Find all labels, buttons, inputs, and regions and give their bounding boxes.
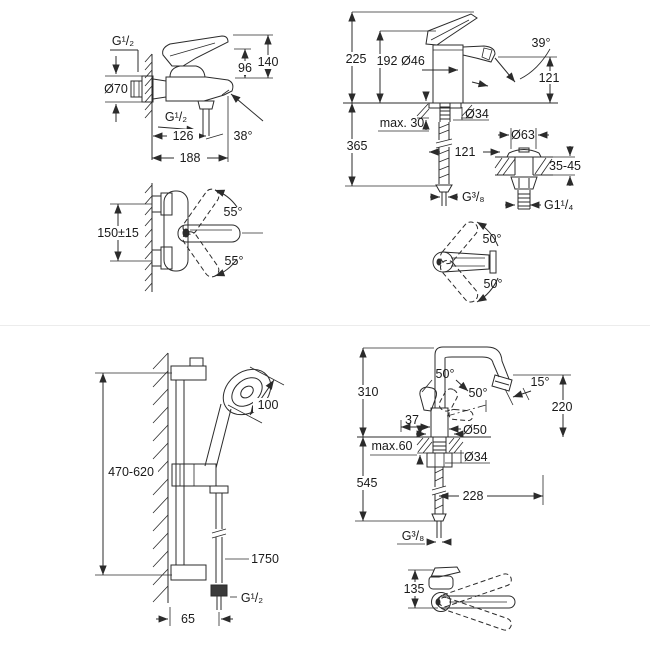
angle-label-15: 15° (531, 375, 550, 389)
dim-label-max60: max.60 (372, 439, 413, 453)
shower-rail (175, 380, 185, 565)
mixer-body (432, 44, 464, 104)
flex-hose (438, 122, 450, 184)
angle-label-50-b: 50° (469, 386, 488, 400)
dim-label-dia63: Ø63 (511, 128, 535, 142)
handle-rotated-up (439, 221, 479, 265)
dim-label-121-lower: 121 (455, 145, 476, 159)
rail-top-bracket (170, 365, 207, 381)
basin-mixer-drawing: 225 192 Ø46 39° 121 max. 30 Ø34 (341, 11, 581, 303)
angle-label-55-down: 55° (225, 254, 244, 268)
lever-handle (419, 386, 437, 412)
waste-drain-view: Ø63 35-45 G1¹/₄ (494, 128, 581, 212)
handle-swing-top-view: 50° 50° (432, 221, 503, 303)
thread-label-top: G¹/₂ (112, 34, 134, 48)
dim-label-rail-height: 470-620 (108, 465, 154, 479)
body-top-view (428, 575, 454, 590)
dim-label-96: 96 (238, 61, 252, 75)
shower-hose (215, 493, 223, 583)
thread-label-g38: G³/₈ (462, 190, 485, 204)
dim-label-150: 150±15 (97, 226, 139, 240)
shower-rail-view: 100 470-620 1750 G¹/₂ 65 (95, 352, 285, 626)
spout (462, 45, 496, 63)
dim-label-140: 140 (258, 55, 279, 69)
spout-inner (444, 356, 500, 408)
bath-mixer-drawing: 96 140 126 188 G¹/₂ Ø70 G¹/₂ 38° (91, 34, 282, 292)
thread-label-g12: G¹/₂ (241, 591, 263, 605)
drain-cap (506, 149, 542, 158)
dim-label-310: 310 (358, 385, 379, 399)
escutcheon (141, 75, 154, 103)
thread-leader (110, 49, 139, 72)
lever-rotated-2 (448, 408, 474, 422)
handshower-head (222, 368, 272, 416)
dim-label-65: 65 (181, 612, 195, 626)
locknut (510, 176, 538, 190)
dim-label-228: 228 (463, 489, 484, 503)
dim-label-dia34: Ø34 (465, 107, 489, 121)
spout-rotated-down (438, 596, 512, 631)
dim-label-3545: 35-45 (549, 159, 581, 173)
handle-top-view (442, 251, 490, 273)
dim-label-188: 188 (180, 151, 201, 165)
tile-divider (0, 325, 650, 326)
dim-label-121-upper: 121 (539, 71, 560, 85)
dim-label-135: 135 (404, 582, 425, 596)
angle-label-50-up: 50° (483, 232, 502, 246)
angle-label-39: 39° (532, 36, 551, 50)
dim-label-dia50: Ø50 (463, 423, 487, 437)
dim-label-dia70: Ø70 (104, 82, 128, 96)
angle-label-50-down: 50° (484, 277, 503, 291)
high-spout-mixer-view: 310 545 15° 220 50° 50° 37 Ø50 max.60 (351, 346, 578, 546)
handshower-handle (204, 403, 232, 469)
wall-hatch (144, 53, 153, 119)
dim-label-126: 126 (173, 129, 194, 143)
dim-label-545: 545 (357, 476, 378, 490)
lever-handle (162, 35, 229, 67)
high-spout-mixer-drawing: 310 545 15° 220 50° 50° 37 Ø50 max.60 (351, 346, 578, 631)
thread-label-g114: G1¹/₄ (544, 198, 573, 212)
hose-fitting (210, 584, 228, 597)
spout-rotated-up (438, 573, 512, 608)
drain-thread (517, 190, 531, 210)
mounting-shank (432, 437, 447, 453)
wall-hatch (152, 352, 169, 603)
dim-label-dia34: Ø34 (464, 450, 488, 464)
dim-label-100: 100 (258, 398, 279, 412)
dim-label-1750: 1750 (251, 552, 279, 566)
angle-label-50-a: 50° (436, 367, 455, 381)
swivel-spout-top-view: 135 (400, 566, 516, 631)
basin-mixer-front-view: 225 192 Ø46 39° 121 max. 30 Ø34 (341, 11, 564, 206)
mixer-body (430, 407, 449, 438)
handle-rotated-down (439, 259, 479, 303)
thread-label-mid: G¹/₂ (165, 110, 187, 124)
dim-label-225: 225 (346, 52, 367, 66)
shower-outlet (197, 100, 215, 136)
angle-label-55-up: 55° (224, 205, 243, 219)
lever-rotated (438, 388, 458, 412)
spout-outer (434, 346, 510, 408)
handle-side (177, 224, 241, 243)
bath-mixer-side-view: 150±15 55° 55° (91, 183, 263, 292)
dim-label-dia46: Ø46 (401, 54, 425, 68)
lever-top-view (430, 566, 461, 578)
dim-label-192: 192 (377, 54, 398, 68)
thread-label-g38: G³/₈ (402, 529, 425, 543)
wall-hatch (144, 184, 153, 292)
dim-label-37: 37 (405, 413, 419, 427)
spout-outlet (491, 374, 513, 392)
mixer-body (165, 76, 234, 102)
locknut (426, 452, 453, 468)
rail-bottom-bracket (170, 564, 207, 581)
angle-label-38: 38° (234, 129, 253, 143)
dim-label-365: 365 (347, 139, 368, 153)
mounting-shank (439, 103, 451, 122)
dim-label-max30: max. 30 (380, 116, 425, 130)
shower-rail-set-drawing: 100 470-620 1750 G¹/₂ 65 (95, 352, 285, 626)
bath-mixer-front-view: 96 140 126 188 G¹/₂ Ø70 G¹/₂ 38° (104, 34, 282, 165)
dim-label-220: 220 (552, 400, 573, 414)
